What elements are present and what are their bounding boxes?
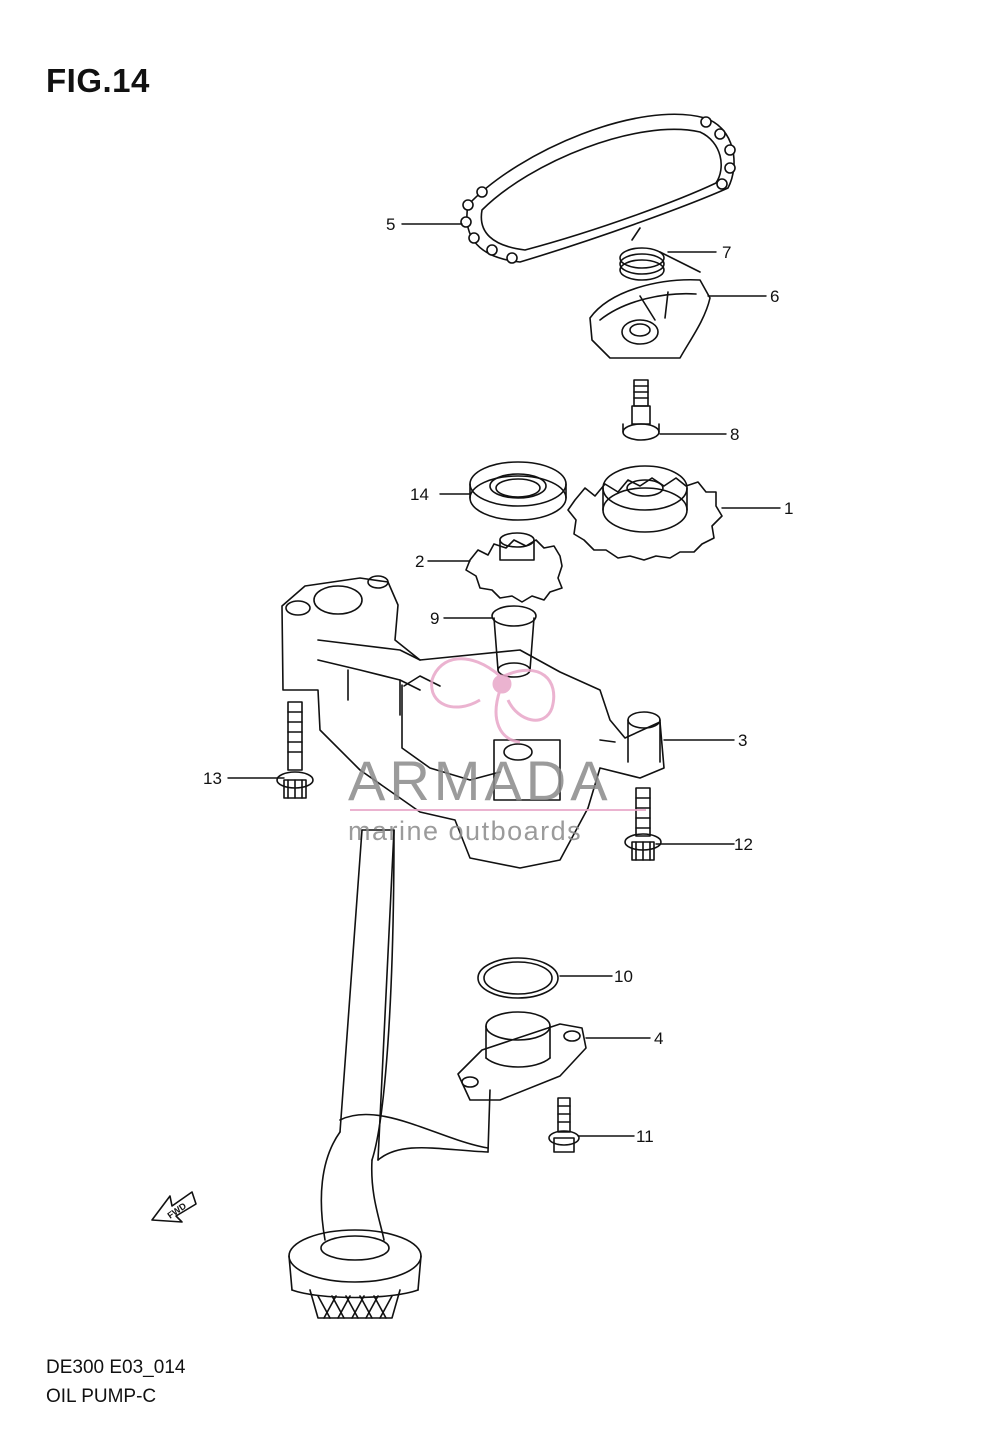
chain-tensioner (589, 278, 711, 359)
callout-4: 4 (654, 1029, 663, 1048)
timing-chain (460, 113, 736, 264)
bushing-collar (491, 605, 537, 678)
watermark-tagline: marine outboards (348, 816, 582, 846)
propeller-logo-icon (430, 657, 556, 744)
callout-12: 12 (734, 835, 753, 854)
armada-watermark: ARMADA marine outboards (348, 657, 646, 846)
callout-10: 10 (614, 967, 633, 986)
callout-7: 7 (722, 243, 731, 262)
shoulder-bolt (622, 379, 660, 441)
callout-3: 3 (738, 731, 747, 750)
callout-2: 2 (415, 552, 424, 571)
drive-sprocket (465, 532, 563, 603)
callout-9: 9 (430, 609, 439, 628)
oil-pump-body (281, 575, 665, 1319)
callout-13: 13 (203, 769, 222, 788)
torsion-spring (619, 227, 701, 281)
fwd-arrow-icon (151, 1191, 197, 1223)
pickup-flange (457, 1011, 587, 1101)
leader-lines (227, 223, 781, 1137)
flange-bolt-right (624, 787, 662, 861)
callout-8: 8 (730, 425, 739, 444)
figure-title: FIG.14 (46, 62, 150, 99)
o-ring (477, 957, 559, 999)
callout-14: 14 (410, 485, 429, 504)
callout-6: 6 (770, 287, 779, 306)
ball-bearing (469, 461, 567, 521)
diagram-code: DE300 E03_014 (46, 1357, 186, 1378)
flange-bolt-left (276, 701, 314, 799)
callout-5: 5 (386, 215, 395, 234)
diagram-name: OIL PUMP-C (46, 1386, 157, 1407)
callout-11: 11 (636, 1127, 654, 1146)
callout-1: 1 (784, 499, 793, 518)
watermark-brand: ARMADA (348, 749, 612, 812)
pickup-bolt (548, 1097, 580, 1153)
driven-sprocket (567, 465, 723, 561)
